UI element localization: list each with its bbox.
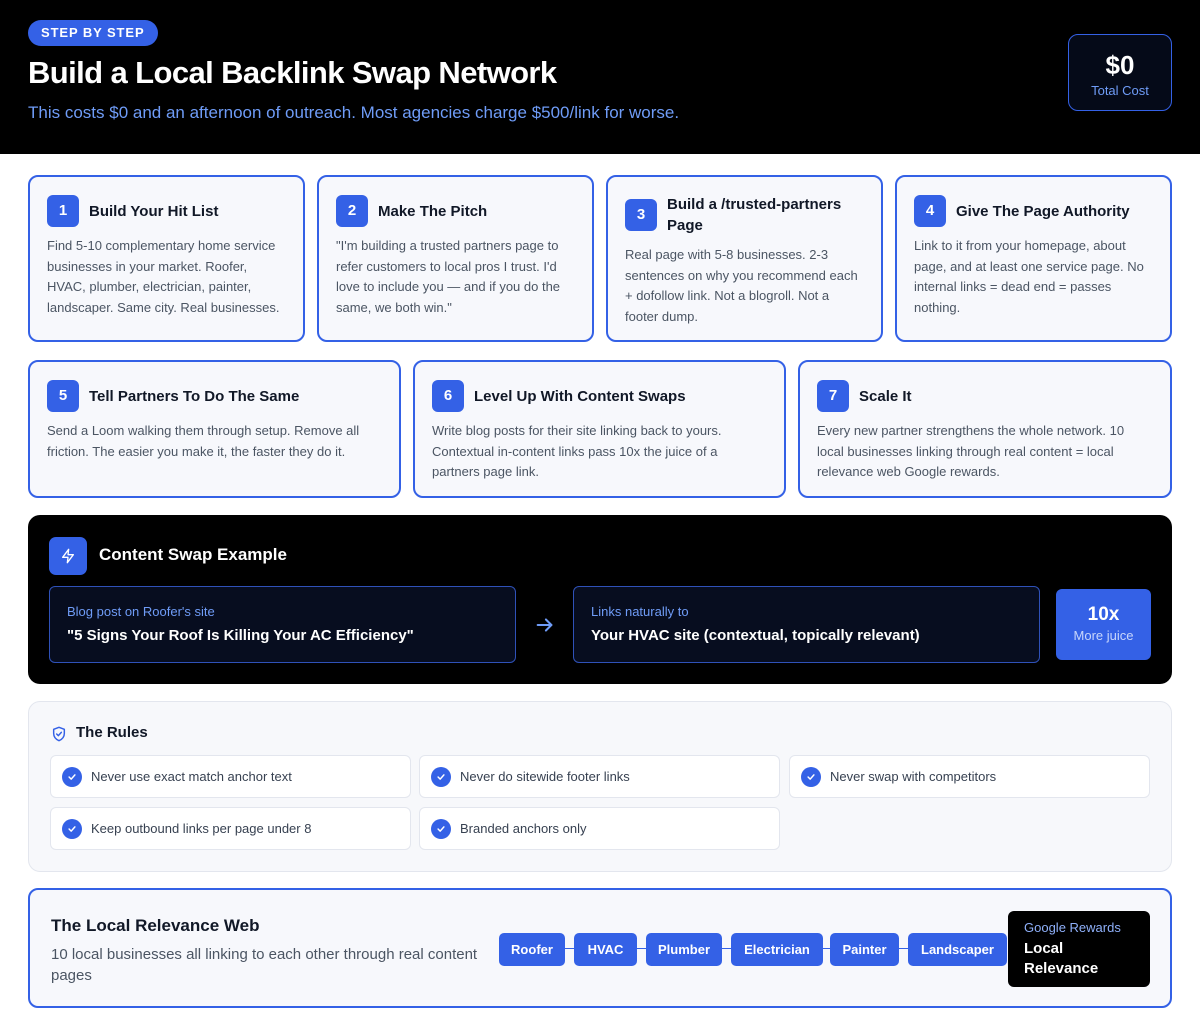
check-icon [801, 767, 821, 787]
step-title: Make The Pitch [378, 203, 488, 220]
juice-multiplier-box: 10x More juice [1056, 589, 1151, 660]
step-description: Real page with 5-8 businesses. 2-3 sente… [625, 247, 858, 324]
content-swap-title: Content Swap Example [99, 545, 287, 564]
step-description: Send a Loom walking them through setup. … [47, 423, 360, 459]
swap-target-box: Links naturally to Your HVAC site (conte… [573, 586, 1040, 663]
step-number: 4 [914, 195, 946, 227]
page-title: Build a Local Backlink Swap Network [28, 55, 557, 90]
content-swap-section: Content Swap Example Blog post on Roofer… [28, 515, 1172, 684]
network-node-plumber: Plumber [646, 933, 722, 966]
step-title: Give The Page Authority [956, 203, 1130, 220]
network-node-hvac: HVAC [574, 933, 637, 966]
google-rewards-text: Local Relevance [1024, 940, 1099, 977]
web-description: 10 local businesses all linking to each … [51, 946, 478, 984]
swap-source-label: Blog post on Roofer's site [67, 604, 215, 619]
local-relevance-web-section: The Local Relevance Web 10 local busines… [28, 888, 1172, 1008]
rules-section: The Rules Never use exact match anchor t… [28, 701, 1172, 872]
network-node-painter: Painter [830, 933, 899, 966]
step-number: 5 [47, 380, 79, 412]
total-cost-value: $0 [1105, 50, 1135, 80]
rule-item: Never do sitewide footer links [419, 755, 780, 798]
check-icon [62, 819, 82, 839]
step-description: Find 5-10 complementary home service bus… [47, 238, 280, 315]
page-subtitle: This costs $0 and an afternoon of outrea… [28, 103, 680, 122]
step-card-1: 1 Build Your Hit List Find 5-10 compleme… [28, 175, 305, 342]
network-node-landscaper: Landscaper [908, 933, 1007, 966]
step-description: Link to it from your homepage, about pag… [914, 238, 1144, 315]
step-description: Write blog posts for their site linking … [432, 423, 722, 479]
rule-item: Never use exact match anchor text [50, 755, 411, 798]
step-number: 2 [336, 195, 368, 227]
rule-text: Branded anchors only [460, 821, 587, 836]
total-cost-box: $0 Total Cost [1068, 34, 1172, 111]
rule-text: Never use exact match anchor text [91, 769, 292, 784]
step-card-3: 3 Build a /trusted-partners Page Real pa… [606, 175, 883, 342]
step-title: Build a /trusted-partners Page [667, 196, 842, 234]
google-rewards-box: Google Rewards Local Relevance [1008, 911, 1150, 987]
swap-source-text: "5 Signs Your Roof Is Killing Your AC Ef… [67, 627, 414, 644]
rule-text: Never do sitewide footer links [460, 769, 630, 784]
web-title: The Local Relevance Web [51, 916, 260, 935]
rule-text: Keep outbound links per page under 8 [91, 821, 312, 836]
step-card-7: 7 Scale It Every new partner strengthens… [798, 360, 1172, 498]
step-description: "I'm building a trusted partners page to… [336, 238, 561, 315]
rule-text: Never swap with competitors [830, 769, 997, 784]
step-title: Build Your Hit List [89, 203, 219, 220]
network-node-electrician: Electrician [731, 933, 823, 966]
rule-item: Never swap with competitors [789, 755, 1150, 798]
step-number: 3 [625, 199, 657, 231]
rule-item: Keep outbound links per page under 8 [50, 807, 411, 850]
google-rewards-label: Google Rewards [1024, 920, 1121, 935]
step-title: Level Up With Content Swaps [474, 388, 686, 405]
network-node-roofer: Roofer [499, 933, 565, 966]
step-card-5: 5 Tell Partners To Do The Same Send a Lo… [28, 360, 401, 498]
step-card-4: 4 Give The Page Authority Link to it fro… [895, 175, 1172, 342]
total-cost-label: Total Cost [1091, 83, 1149, 98]
swap-target-label: Links naturally to [591, 604, 689, 619]
check-icon [431, 767, 451, 787]
rule-item: Branded anchors only [419, 807, 780, 850]
step-number: 1 [47, 195, 79, 227]
swap-source-box: Blog post on Roofer's site "5 Signs Your… [49, 586, 516, 663]
check-icon [62, 767, 82, 787]
shield-check-icon [51, 726, 67, 742]
arrow-right-icon [534, 614, 556, 636]
rules-title: The Rules [76, 724, 148, 741]
step-by-step-badge: STEP BY STEP [28, 20, 158, 46]
juice-multiplier-label: More juice [1073, 628, 1134, 643]
step-card-6: 6 Level Up With Content Swaps Write blog… [413, 360, 786, 498]
step-number: 6 [432, 380, 464, 412]
step-card-2: 2 Make The Pitch "I'm building a trusted… [317, 175, 594, 342]
step-number: 7 [817, 380, 849, 412]
swap-target-text: Your HVAC site (contextual, topically re… [591, 627, 920, 644]
step-description: Every new partner strengthens the whole … [817, 423, 1125, 479]
page-header: STEP BY STEP Build a Local Backlink Swap… [0, 0, 1200, 154]
lightning-icon [49, 537, 87, 575]
step-title: Tell Partners To Do The Same [89, 388, 300, 405]
check-icon [431, 819, 451, 839]
juice-multiplier-value: 10x [1087, 604, 1120, 625]
step-title: Scale It [859, 388, 912, 405]
